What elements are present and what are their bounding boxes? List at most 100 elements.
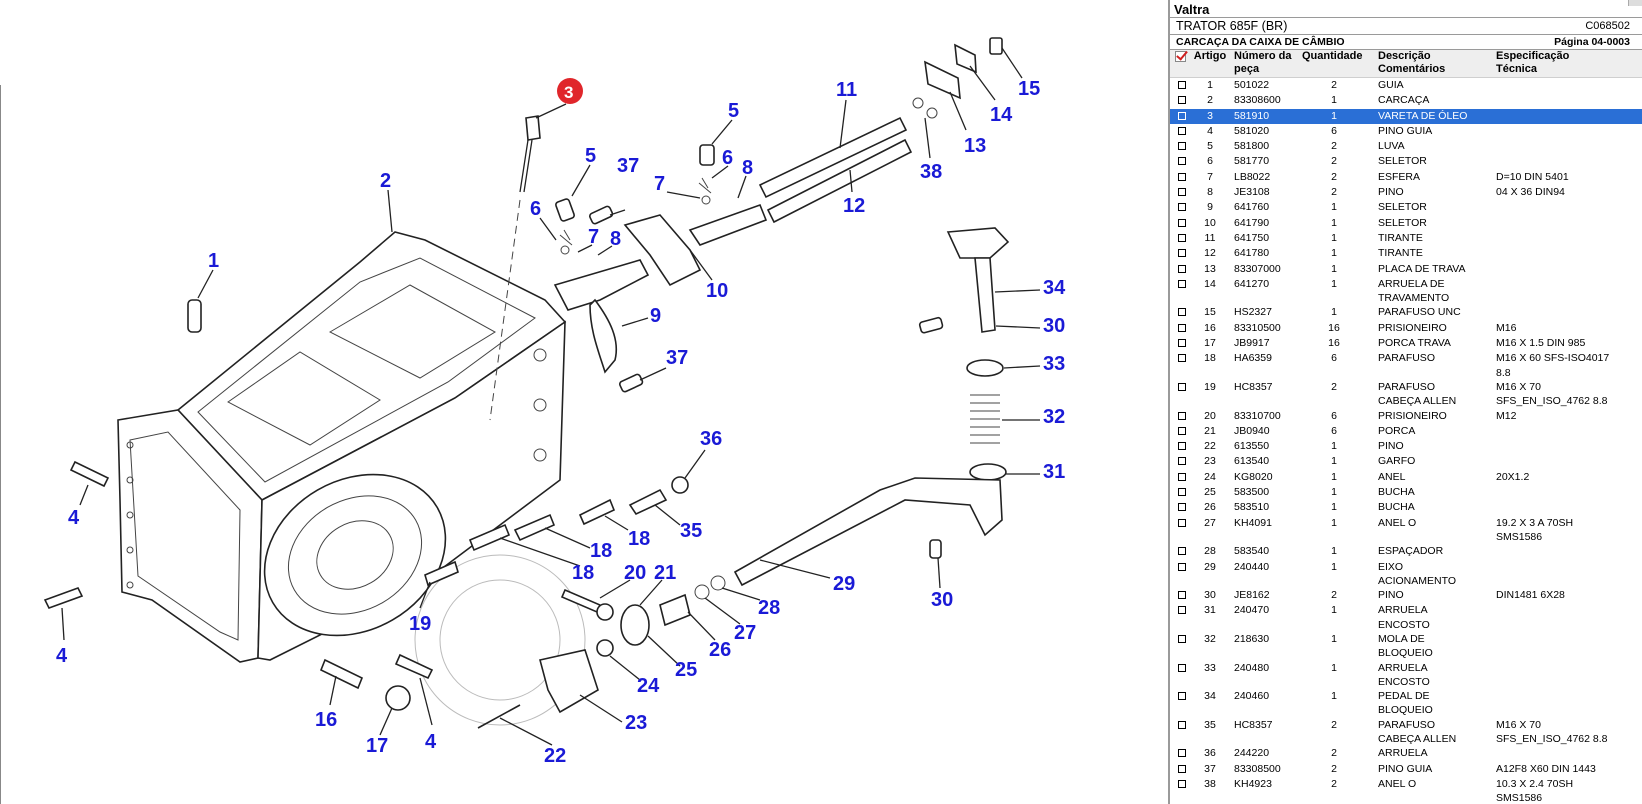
callout-6[interactable]: 6 bbox=[722, 147, 733, 169]
row-checkbox[interactable] bbox=[1178, 692, 1186, 701]
row-checkbox[interactable] bbox=[1178, 457, 1186, 466]
row-checkbox[interactable] bbox=[1178, 323, 1186, 332]
housing-drawing[interactable] bbox=[117, 231, 586, 726]
row-checkbox[interactable] bbox=[1178, 426, 1186, 435]
callout-26[interactable]: 26 bbox=[709, 639, 731, 661]
row-checkbox[interactable] bbox=[1178, 81, 1186, 89]
scrollbar-stub[interactable] bbox=[1628, 0, 1642, 6]
row-checkbox[interactable] bbox=[1178, 562, 1186, 571]
callout-21[interactable]: 21 bbox=[654, 562, 676, 584]
shift-mechanism-drawing[interactable] bbox=[553, 37, 1003, 393]
callout-8[interactable]: 8 bbox=[610, 228, 621, 250]
callout-37[interactable]: 37 bbox=[666, 347, 688, 369]
callout-31[interactable]: 31 bbox=[1043, 461, 1065, 483]
callout-30[interactable]: 30 bbox=[1043, 315, 1065, 337]
row-checkbox[interactable] bbox=[1178, 488, 1186, 497]
callout-18[interactable]: 18 bbox=[628, 528, 650, 550]
row-checkbox[interactable] bbox=[1178, 279, 1186, 288]
selected-item-marker[interactable] bbox=[557, 78, 583, 104]
callout-18[interactable]: 18 bbox=[572, 562, 594, 584]
row-checkbox[interactable] bbox=[1178, 96, 1186, 105]
row-checkbox[interactable] bbox=[1178, 172, 1186, 181]
callout-32[interactable]: 32 bbox=[1043, 406, 1065, 428]
col-artigo[interactable]: Artigo bbox=[1193, 50, 1227, 62]
callout-12[interactable]: 12 bbox=[843, 195, 865, 217]
callout-37[interactable]: 37 bbox=[617, 155, 639, 177]
callout-13[interactable]: 13 bbox=[964, 135, 986, 157]
callout-25[interactable]: 25 bbox=[675, 659, 697, 681]
callout-4[interactable]: 4 bbox=[425, 731, 437, 753]
callout-4[interactable]: 4 bbox=[56, 645, 68, 667]
callout-5[interactable]: 5 bbox=[585, 145, 596, 167]
row-checkbox[interactable] bbox=[1178, 142, 1186, 151]
row-checkbox[interactable] bbox=[1178, 382, 1186, 391]
col-descricao[interactable]: Descrição Comentários bbox=[1376, 50, 1494, 77]
row-checkbox[interactable] bbox=[1178, 111, 1186, 120]
row-checkbox[interactable] bbox=[1178, 249, 1186, 258]
callout-34[interactable]: 34 bbox=[1043, 277, 1066, 299]
row-checkbox[interactable] bbox=[1178, 779, 1186, 788]
row-checkbox[interactable] bbox=[1178, 591, 1186, 600]
row-checkbox[interactable] bbox=[1178, 547, 1186, 556]
dipstick-drawing[interactable] bbox=[489, 115, 541, 421]
row-checkbox[interactable] bbox=[1178, 339, 1186, 348]
callout-36[interactable]: 36 bbox=[700, 428, 722, 450]
callout-15[interactable]: 15 bbox=[1018, 78, 1040, 100]
row-checkbox[interactable] bbox=[1178, 126, 1186, 135]
row-checkbox[interactable] bbox=[1178, 308, 1186, 317]
callout-4[interactable]: 4 bbox=[68, 507, 80, 529]
row-checkbox[interactable] bbox=[1178, 188, 1186, 197]
callout-30[interactable]: 30 bbox=[931, 589, 953, 611]
callout-33[interactable]: 33 bbox=[1043, 353, 1065, 375]
row-checkbox[interactable] bbox=[1178, 442, 1186, 451]
callout-11[interactable]: 11 bbox=[836, 79, 857, 101]
callout-20[interactable]: 20 bbox=[624, 562, 646, 584]
callout-6[interactable]: 6 bbox=[530, 198, 541, 220]
callout-24[interactable]: 24 bbox=[637, 675, 660, 697]
col-numero[interactable]: Número da peça bbox=[1230, 50, 1302, 77]
row-checkbox[interactable] bbox=[1178, 203, 1186, 212]
row-checkbox[interactable] bbox=[1178, 503, 1186, 512]
callout-28[interactable]: 28 bbox=[758, 597, 780, 619]
callout-5[interactable]: 5 bbox=[728, 100, 739, 122]
row-checkbox[interactable] bbox=[1178, 764, 1186, 773]
row-checkbox[interactable] bbox=[1178, 606, 1186, 615]
callout-22[interactable]: 22 bbox=[544, 745, 566, 767]
callout-7[interactable]: 7 bbox=[654, 173, 665, 195]
row-checkbox[interactable] bbox=[1178, 354, 1186, 363]
callout-3[interactable]: 3 bbox=[564, 83, 573, 102]
callout-1[interactable]: 1 bbox=[208, 250, 219, 272]
callout-14[interactable]: 14 bbox=[990, 104, 1013, 126]
col-quantidade[interactable]: Quantidade bbox=[1302, 50, 1363, 62]
col-especificacao[interactable]: Especificação Técnica bbox=[1494, 50, 1642, 77]
callout-16[interactable]: 16 bbox=[315, 709, 337, 731]
